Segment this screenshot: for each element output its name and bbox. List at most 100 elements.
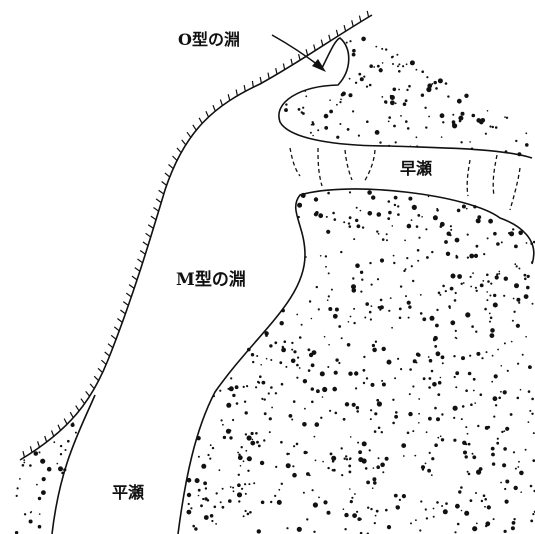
- gravel-dot: [342, 508, 345, 511]
- gravel-dot: [500, 390, 502, 393]
- gravel-dot: [352, 277, 355, 280]
- gravel-dot: [348, 77, 351, 80]
- gravel-dot: [348, 225, 352, 228]
- gravel-dot: [200, 504, 203, 508]
- gravel-dot: [361, 458, 367, 464]
- bank-hachure: [198, 117, 203, 124]
- gravel-dot: [291, 418, 294, 421]
- gravel-dot: [435, 351, 441, 357]
- gravel-dot: [516, 297, 521, 302]
- gravel-dot: [434, 443, 438, 448]
- gravel-dot: [313, 212, 318, 217]
- gravel-dot: [365, 302, 370, 306]
- gravel-dot: [505, 479, 510, 484]
- gravel-dot: [374, 130, 380, 135]
- gravel-dot: [373, 522, 376, 525]
- gravel-dot: [246, 435, 252, 441]
- gravel-dot: [515, 265, 518, 268]
- gravel-dot: [368, 83, 372, 87]
- gravel-dot: [388, 210, 392, 215]
- gravel-dot: [219, 501, 222, 504]
- gravel-dot: [493, 415, 496, 418]
- gravel-dot: [348, 94, 351, 97]
- gravel-dot: [532, 432, 535, 435]
- gravel-dot: [395, 505, 398, 508]
- gravel-dot: [327, 466, 330, 470]
- gravel-dot: [381, 238, 385, 241]
- gravel-dot: [453, 438, 457, 442]
- gravel-dot: [437, 393, 441, 396]
- gravel-dot: [351, 52, 356, 57]
- gravel-dot: [372, 477, 377, 482]
- gravel-dot: [390, 100, 395, 106]
- gravel-dot: [489, 333, 495, 338]
- gravel-dot: [498, 270, 501, 273]
- gravel-dot: [490, 446, 495, 451]
- bank-hachure: [97, 367, 104, 374]
- gravel-dot: [449, 286, 454, 291]
- gravel-dot: [484, 498, 488, 501]
- gravel-dot: [236, 492, 243, 498]
- gravel-dot: [348, 216, 352, 220]
- gravel-dot: [517, 362, 520, 365]
- gravel-dot: [307, 348, 311, 352]
- gravel-dot: [407, 316, 410, 319]
- gravel-dot: [275, 465, 278, 468]
- bank-hachure: [85, 391, 91, 397]
- gravel-dot: [472, 526, 478, 532]
- gravel-dot: [469, 354, 472, 357]
- gravel-dot: [243, 400, 247, 403]
- gravel-dot: [503, 342, 506, 345]
- gravel-dot: [461, 204, 466, 209]
- gravel-dot: [442, 509, 448, 515]
- gravel-dot: [398, 316, 402, 320]
- bank-hachure: [212, 104, 216, 112]
- bank-hachure: [93, 375, 100, 382]
- gravel-dot: [410, 219, 413, 222]
- bank-hachure: [343, 24, 347, 32]
- gravel-dot: [408, 393, 411, 396]
- gravel-dot: [422, 317, 427, 322]
- gravel-dot: [455, 503, 460, 509]
- gravel-dot: [256, 440, 259, 444]
- gravel-dot: [74, 431, 77, 434]
- gravel-dot: [455, 386, 458, 389]
- gravel-dot: [245, 449, 248, 452]
- gravel-dot: [425, 228, 428, 231]
- gravel-dot: [355, 263, 360, 269]
- gravel-dot: [421, 468, 425, 471]
- gravel-dot: [462, 282, 465, 284]
- bank-hachure: [161, 181, 167, 186]
- gravel-dot: [370, 507, 373, 511]
- gravel-dot: [428, 115, 430, 118]
- bank-hachure: [153, 207, 159, 212]
- gravel-dot: [482, 280, 485, 282]
- gravel-dot: [291, 348, 294, 351]
- gravel-dot: [476, 469, 482, 475]
- gravel-dot: [357, 134, 360, 137]
- gravel-dot: [232, 393, 236, 398]
- bank-hachure: [80, 398, 86, 405]
- gravel-dot: [418, 412, 420, 415]
- gravel-dot: [408, 305, 412, 309]
- gravel-dot: [397, 65, 399, 68]
- bank-hachure: [275, 67, 278, 75]
- gravel-dot: [415, 519, 417, 522]
- gravel-dot: [449, 225, 452, 228]
- gravel-dot: [453, 375, 456, 379]
- gravel-dot: [424, 106, 427, 110]
- gravel-dot: [496, 441, 500, 445]
- gravel-dot: [392, 63, 394, 65]
- gravel-dot: [465, 207, 468, 210]
- gravel-dot: [449, 234, 452, 237]
- gravel-dot: [345, 41, 348, 44]
- gravel-dot: [479, 283, 484, 288]
- bank-hachure: [150, 215, 157, 221]
- gravel-dot: [467, 442, 471, 446]
- gravel-dot: [320, 416, 323, 419]
- gravel-dot: [42, 459, 45, 462]
- gravel-dot: [327, 366, 330, 368]
- gravel-dot: [388, 309, 391, 312]
- gravel-dot: [493, 231, 497, 236]
- gravel-dot: [393, 261, 396, 265]
